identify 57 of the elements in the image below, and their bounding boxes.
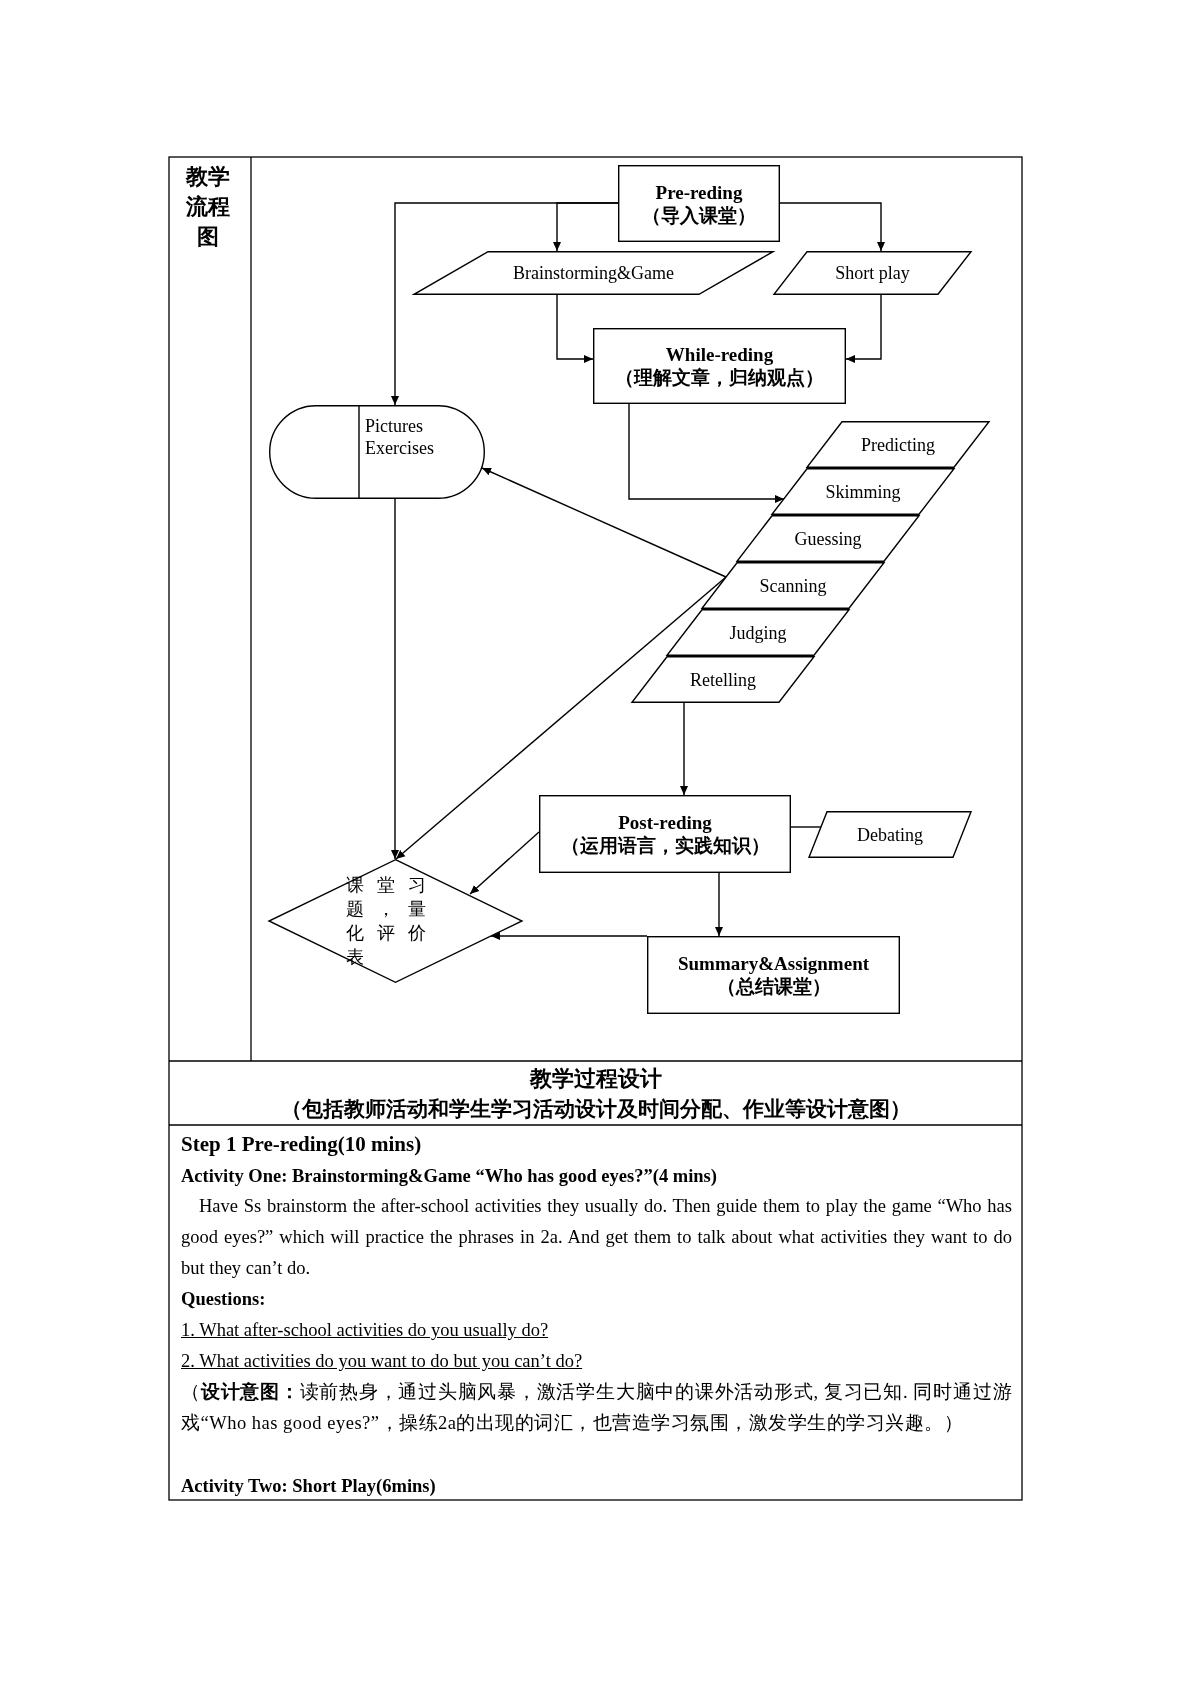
shape-text: Short play	[835, 262, 910, 284]
shape-text: Skimming	[825, 480, 901, 503]
shape-text: Guessing	[794, 527, 862, 550]
box-subtitle: （总结课堂）	[716, 975, 831, 998]
questions-heading: Questions:	[181, 1288, 267, 1311]
activity-heading: Activity One: Brainstorming&Game “Who has good eyes?”(4 mins)	[181, 1165, 718, 1188]
arrow	[391, 202, 619, 406]
box-subtitle: （导入课堂）	[642, 203, 756, 227]
data-parallelogram	[702, 562, 884, 609]
arrow	[391, 498, 399, 860]
shape-text: Brainstorming&Game	[513, 262, 674, 284]
question-text: 1. What after-school activities do you usually do?	[181, 1319, 550, 1342]
question-text: 2. What activities do you want to do but you can’t do?	[181, 1350, 584, 1373]
box-title: Summary&Assignment	[677, 952, 870, 975]
data-parallelogram	[807, 421, 989, 468]
shape-text: Pictures Exercises	[365, 415, 435, 459]
paragraph: Have Ss brainstorm the after-school activities they usually do. Then guide them to play the game “Who has good eyes?” which will practice the phrases in 2a. And get them to talk about what activities they want to do but they can’t do.	[181, 1195, 1012, 1280]
arrow	[481, 467, 727, 578]
process-box	[593, 328, 846, 404]
heading: 教学流程图	[184, 163, 231, 251]
arrow	[628, 403, 785, 503]
data-parallelogram	[667, 609, 849, 656]
arrow	[779, 202, 885, 252]
box-subtitle: （运用语言，实践知识）	[560, 834, 770, 857]
data-parallelogram	[774, 251, 971, 295]
data-parallelogram	[414, 251, 773, 295]
arrow	[490, 932, 648, 940]
arrow	[556, 294, 594, 363]
process-box	[618, 165, 780, 242]
activity-heading: Activity Two: Short Play(6mins)	[181, 1475, 437, 1498]
process-box	[647, 936, 900, 1014]
shape-text: Scanning	[759, 574, 827, 597]
data-parallelogram	[737, 515, 919, 562]
box-title: Post-reding	[618, 811, 712, 834]
data-parallelogram	[632, 656, 814, 703]
connector-line	[790, 826, 822, 828]
shape-text: Predicting	[861, 433, 935, 456]
box-title: Pre-reding	[655, 180, 743, 204]
arrow	[715, 872, 723, 937]
decision-diamond	[269, 859, 522, 983]
data-parallelogram	[809, 811, 971, 858]
section-subheading: （包括教师活动和学生学习活动设计及时间分配、作业等设计意图）	[279, 1096, 912, 1123]
data-parallelogram	[772, 468, 954, 515]
box-subtitle: （理解文章，归纳观点）	[615, 366, 824, 389]
shape-text: Retelling	[690, 668, 756, 691]
terminal-shape	[269, 405, 485, 499]
arrow	[845, 294, 882, 363]
section-heading: 教学过程设计	[528, 1065, 663, 1093]
box-title: While-reding	[665, 343, 774, 366]
arrow	[469, 831, 540, 895]
arrow	[680, 701, 688, 796]
process-box	[539, 795, 791, 873]
shape-text: 课堂习题，量化评价表	[345, 874, 440, 969]
design-note: （设计意图：读前热身，通过头脑风暴，激活学生大脑中的课外活动形式, 复习已知. 同时通过游戏“Who has good eyes?”，操练2a的出现的词汇，也营造学习氛围，激发学生的学习兴趣。）	[181, 1381, 1012, 1435]
step-heading: Step 1 Pre-reding(10 mins)	[181, 1131, 423, 1158]
shape-text: Debating	[857, 823, 923, 846]
shape-text: Judging	[729, 621, 787, 644]
